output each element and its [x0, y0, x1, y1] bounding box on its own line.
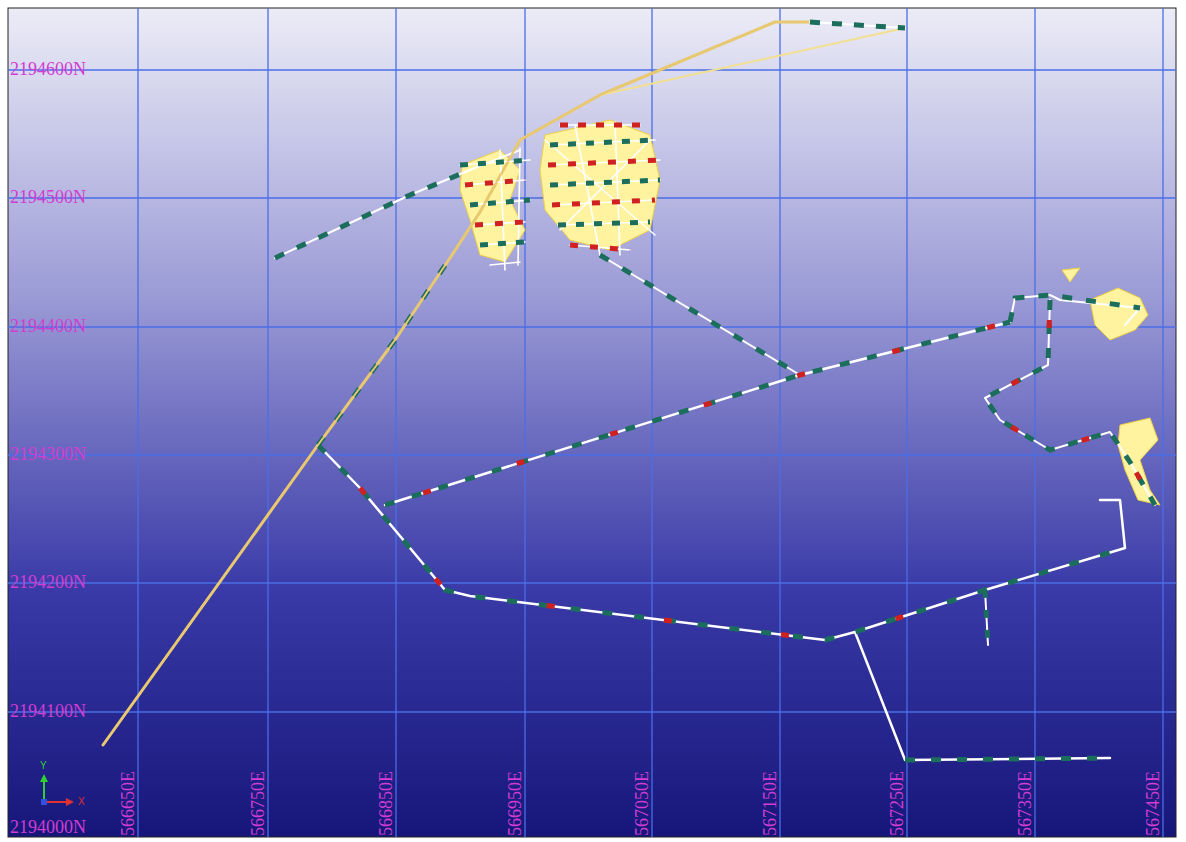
grid-lines [8, 8, 1176, 837]
easting-label: 567150E [760, 771, 780, 836]
easting-label: 566850E [376, 771, 396, 836]
easting-label: 567350E [1015, 771, 1035, 836]
axis-label: X [78, 796, 85, 808]
survey-markers [103, 22, 1155, 760]
easting-label: 566950E [505, 771, 525, 836]
drifts [103, 22, 1155, 760]
axis-label: Y [40, 760, 47, 772]
northing-label: 2194100N [10, 701, 86, 721]
map-ground [8, 8, 1176, 837]
northing-label: 2194500N [10, 187, 86, 207]
stope-areas [460, 120, 1160, 505]
easting-label: 567250E [887, 771, 907, 836]
easting-label: 567050E [632, 771, 652, 836]
northing-label: 2194600N [10, 59, 86, 79]
northing-label: 2194000N [10, 817, 86, 837]
northing-label: 2194200N [10, 572, 86, 592]
easting-label: 567450E [1143, 771, 1163, 836]
easting-label: 566750E [248, 771, 268, 836]
easting-label: 566650E [118, 771, 138, 836]
northing-label: 2194300N [10, 444, 86, 464]
axis-icon [40, 774, 74, 806]
northing-label: 2194400N [10, 316, 86, 336]
